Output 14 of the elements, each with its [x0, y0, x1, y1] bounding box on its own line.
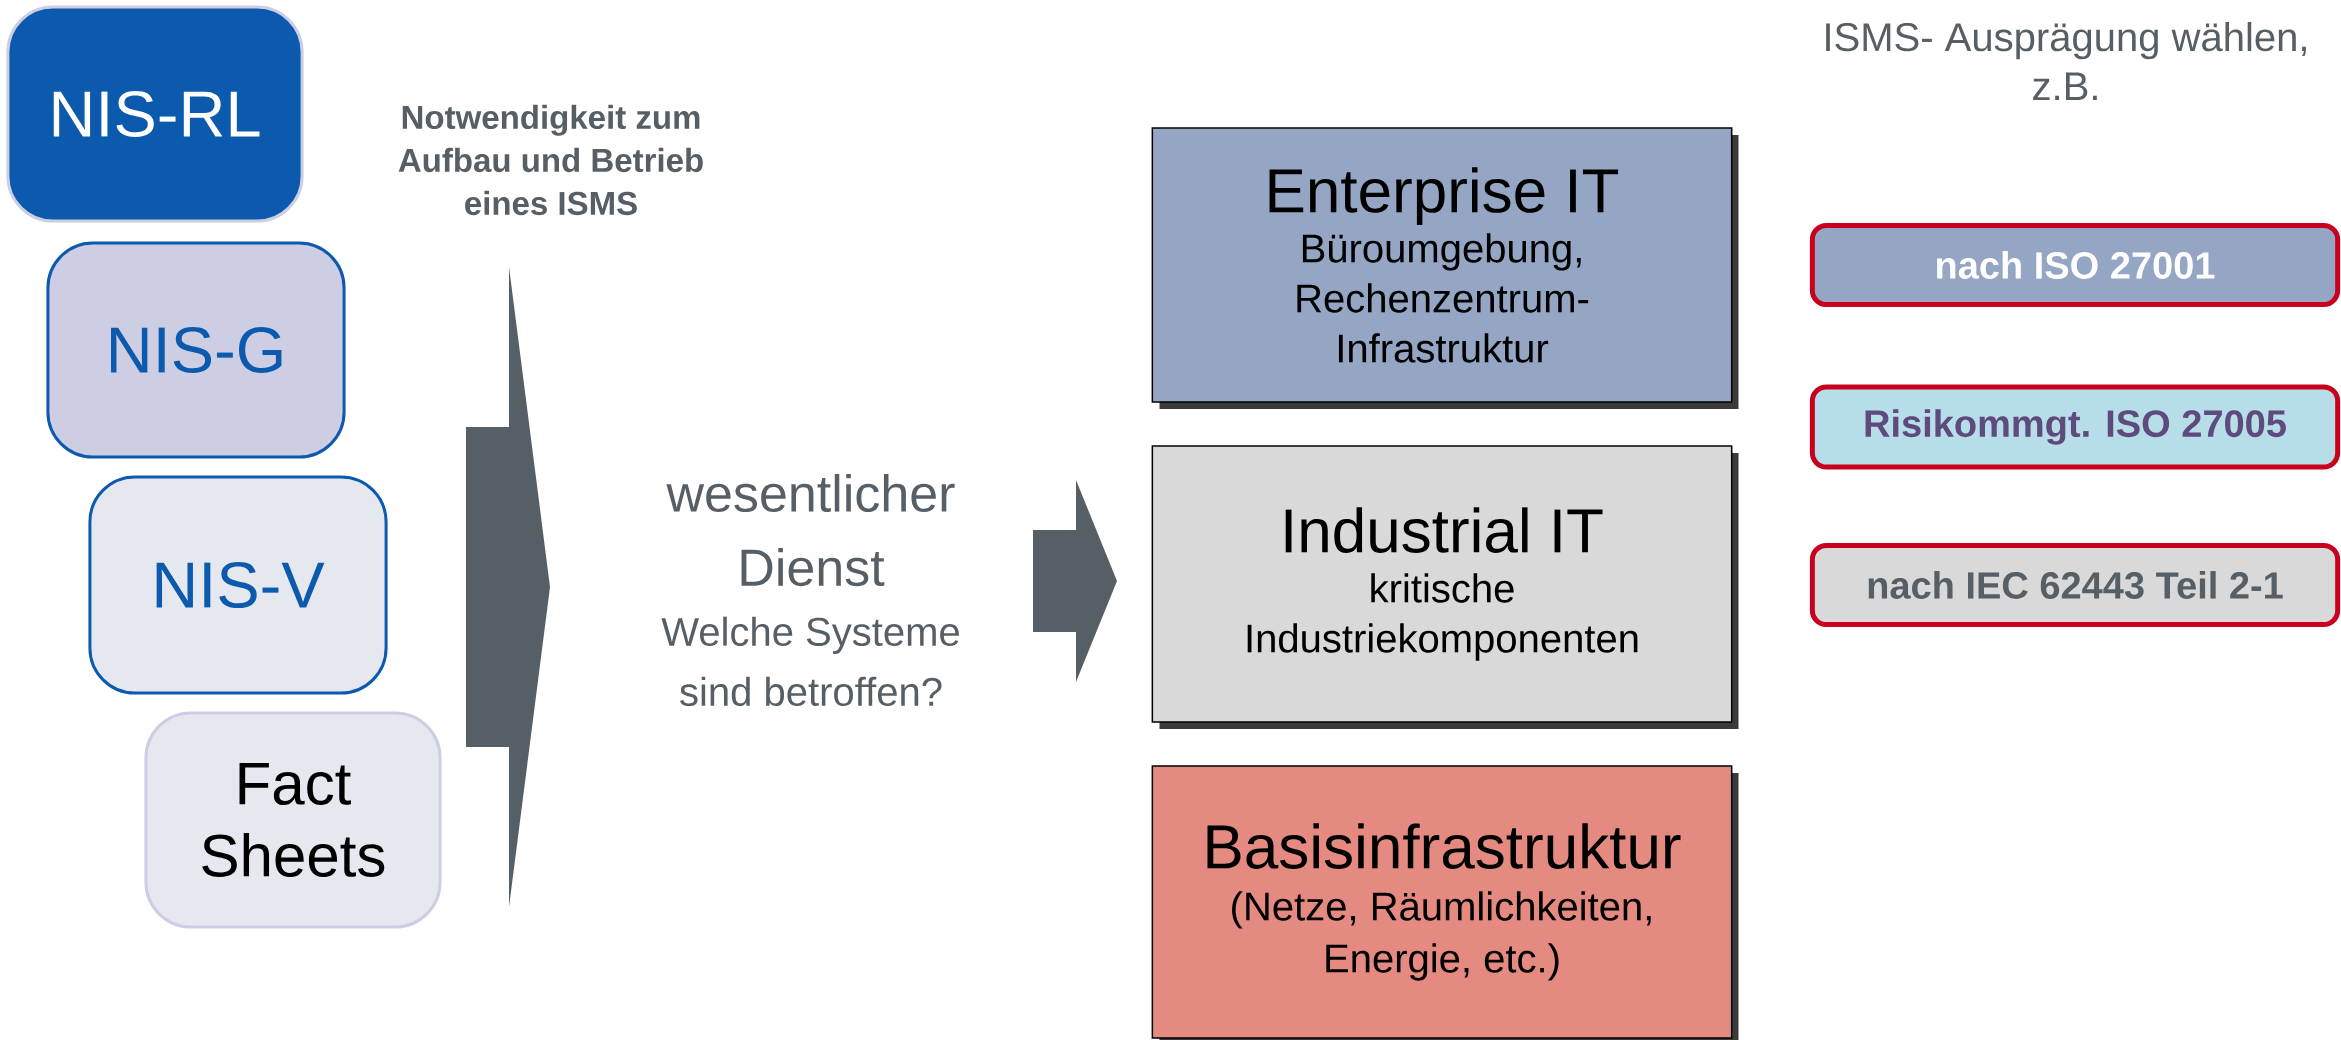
category-box: Enterprise IT Büroumgebung, Rechenzentrum- Infrastruktur [1151, 127, 1739, 409]
category-box: Basisinfrastruktur (Netze, Räumlichkeiten, Energie, etc.) [1151, 765, 1739, 1040]
document-box: Fact Sheets [144, 711, 442, 929]
service-text: wesentlicher Dienst Welche Systeme sind betroffen? [661, 473, 959, 707]
standard-box: nach IEC 62443 Teil 2-1 [1809, 543, 2341, 628]
annotation-text: Notwendigkeit zum Aufbau und Betrieb eines ISMS [398, 104, 703, 216]
standard-box: Risikommgt. ISO 27005 [1809, 384, 2341, 470]
block-arrow [1033, 480, 1117, 682]
standard-box: nach ISO 27001 [1809, 222, 2341, 307]
document-box: NIS-G [46, 241, 346, 459]
category-box: Industrial IT kritische Industriekomponenten [1151, 445, 1739, 729]
heading-text: ISMS- Ausprägung wählen, z.B. [1826, 21, 2306, 100]
document-box: NIS-V [88, 475, 388, 695]
document-box: NIS-RL [6, 5, 304, 223]
